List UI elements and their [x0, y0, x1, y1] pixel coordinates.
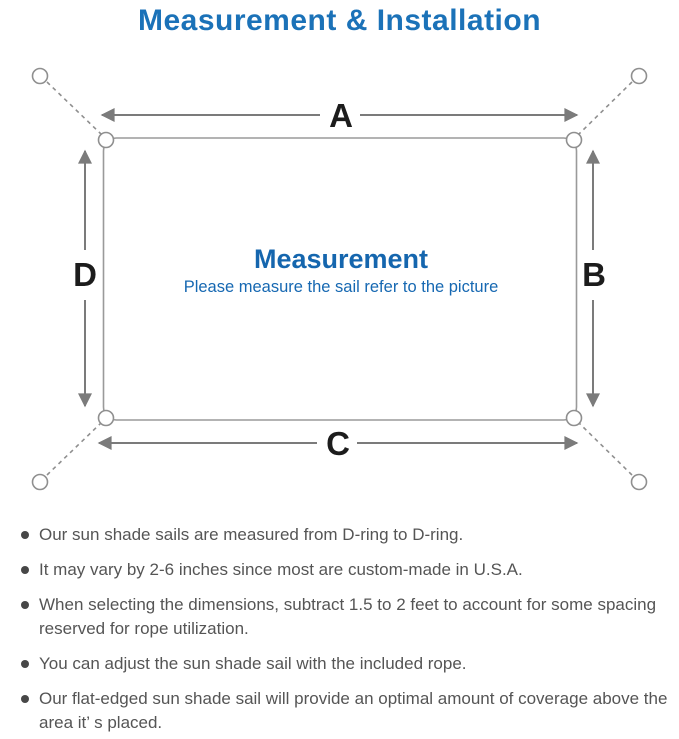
note-text: Our sun shade sails are measured from D-…: [39, 525, 464, 544]
dimension-label-a: A: [329, 97, 353, 134]
note-text: Our flat-edged sun shade sail will provi…: [39, 689, 668, 732]
anchor-point-icon: [630, 473, 648, 491]
sail-outline: [102, 137, 578, 421]
bullet-icon: [21, 566, 29, 574]
list-item: It may vary by 2-6 inches since most are…: [21, 558, 677, 582]
list-item: When selecting the dimensions, subtract …: [21, 593, 677, 641]
d-ring-icon: [97, 131, 115, 149]
list-item: Our flat-edged sun shade sail will provi…: [21, 687, 677, 735]
diagram-heading: Measurement: [254, 244, 428, 274]
anchor-points: [31, 67, 648, 491]
bullet-icon: [21, 660, 29, 668]
d-ring-icon: [565, 409, 583, 427]
list-item: You can adjust the sun shade sail with t…: [21, 652, 677, 676]
dimension-label-d: D: [73, 256, 97, 293]
dimension-label-c: C: [326, 425, 350, 462]
bullet-icon: [21, 695, 29, 703]
anchor-point-icon: [630, 67, 648, 85]
diagram-subtitle: Please measure the sail refer to the pic…: [184, 278, 499, 296]
d-ring-icon: [565, 131, 583, 149]
dimension-arrows: [78, 108, 600, 450]
note-text: When selecting the dimensions, subtract …: [39, 595, 657, 638]
anchor-point-icon: [31, 67, 49, 85]
rope-line-bottom-left: [46, 422, 102, 476]
note-text: You can adjust the sun shade sail with t…: [39, 654, 467, 673]
rope-line-bottom-right: [578, 422, 633, 476]
page-title: Measurement & Installation: [137, 4, 542, 37]
notes-list: Our sun shade sails are measured from D-…: [0, 518, 679, 735]
note-text: It may vary by 2-6 inches since most are…: [39, 560, 523, 579]
dimension-labels: A B C D: [73, 97, 606, 462]
bullet-icon: [21, 601, 29, 609]
d-rings: [97, 131, 583, 427]
rope-line-top-right: [578, 81, 633, 135]
measurement-diagram-svg: A B C D Measurement Please measure the s…: [31, 67, 648, 491]
d-ring-icon: [97, 409, 115, 427]
rope-line-top-left: [46, 81, 102, 135]
dimension-label-b: B: [582, 256, 606, 293]
bullet-icon: [21, 531, 29, 539]
list-item: Our sun shade sails are measured from D-…: [21, 523, 677, 547]
anchor-point-icon: [31, 473, 49, 491]
measurement-diagram: A B C D Measurement Please measure the s…: [0, 38, 679, 518]
